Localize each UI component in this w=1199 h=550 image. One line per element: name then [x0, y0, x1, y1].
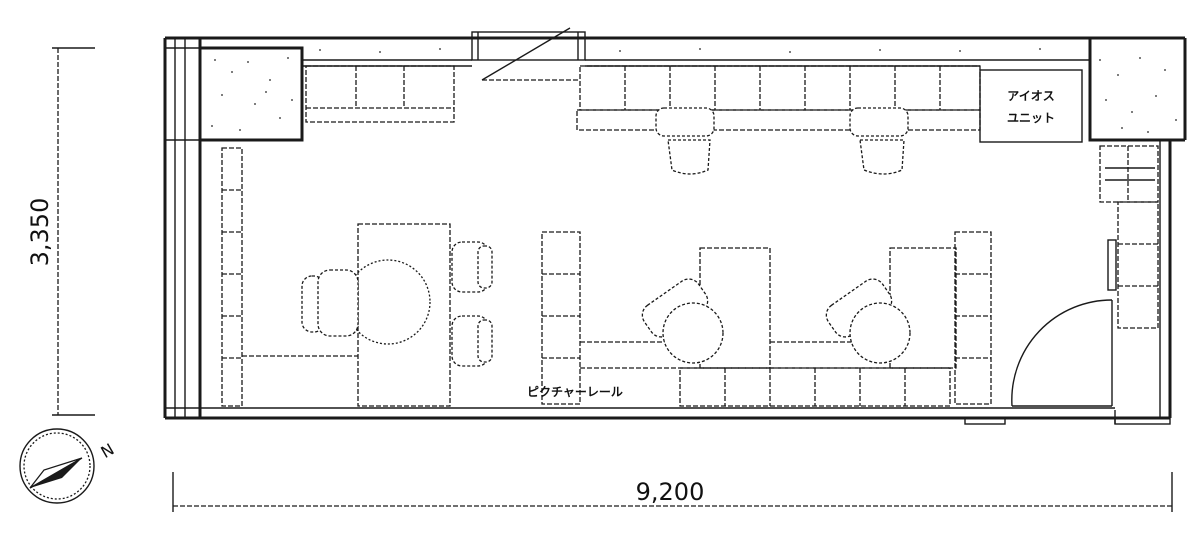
top-chair-2 — [849, 107, 909, 175]
outer-walls — [163, 27, 1187, 425]
meeting-chair-right-top — [451, 241, 493, 293]
height-dimension-label: 3,350 — [26, 198, 54, 267]
column-stipple — [211, 48, 1177, 133]
right-center-shelving — [954, 231, 992, 405]
north-compass-icon: N — [19, 428, 118, 504]
top-chair-1 — [655, 107, 715, 175]
desk-chair-1 — [641, 278, 724, 364]
ios-unit: アイオス ユニット — [979, 69, 1083, 143]
ios-unit-label-line2: ユニット — [1007, 111, 1055, 125]
top-left-shelving — [305, 65, 455, 123]
right-cabinets — [1099, 145, 1159, 329]
ios-unit-label-line1: アイオス — [1007, 89, 1054, 103]
left-wall-shelving — [221, 147, 358, 407]
desk-chair-2 — [825, 278, 911, 364]
top-right-shelving — [576, 65, 981, 131]
entry-door — [1011, 299, 1113, 407]
meeting-chair-right-bottom — [451, 315, 493, 367]
height-dimension: 3,350 — [26, 47, 95, 416]
width-dimension-label: 9,200 — [636, 478, 705, 506]
width-dimension: 9,200 — [172, 472, 1173, 512]
north-letter: N — [98, 439, 118, 461]
meeting-chair-left — [301, 269, 359, 337]
meeting-table — [345, 223, 451, 407]
picture-rail-label: ピクチャーレール — [527, 385, 623, 399]
